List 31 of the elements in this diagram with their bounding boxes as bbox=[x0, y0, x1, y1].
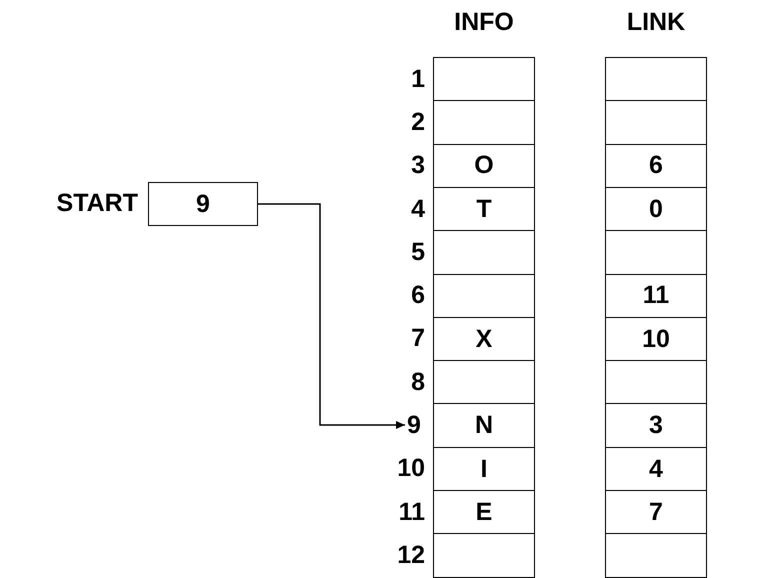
row-index: 6 bbox=[410, 280, 425, 310]
column-header: LINK bbox=[626, 8, 686, 37]
arrow bbox=[258, 203, 405, 430]
info-letter: X bbox=[476, 324, 492, 354]
row-index: 10 bbox=[396, 453, 425, 484]
row-index: 11 bbox=[398, 496, 425, 527]
pointer-box bbox=[148, 182, 258, 226]
info-letter: I bbox=[480, 454, 488, 484]
row-index: 2 bbox=[410, 106, 425, 137]
row-index: 5 bbox=[410, 236, 425, 267]
info-letter: T bbox=[476, 194, 492, 224]
column-header: INFO bbox=[453, 8, 515, 37]
link-value: 0 bbox=[649, 194, 663, 224]
row-index: 8 bbox=[410, 366, 425, 397]
link-value: 10 bbox=[642, 324, 670, 354]
link-value: 11 bbox=[642, 281, 670, 310]
pointer-value: 9 bbox=[196, 190, 210, 218]
link-value: 6 bbox=[649, 151, 663, 180]
info-letter: O bbox=[474, 151, 494, 180]
row-index: 9 bbox=[407, 410, 421, 440]
row-index: 1 bbox=[410, 64, 425, 94]
info-letter: E bbox=[476, 498, 492, 527]
link-value: 3 bbox=[649, 411, 663, 440]
row-index: 3 bbox=[410, 150, 425, 180]
link-value: 4 bbox=[649, 454, 663, 484]
row-index: 4 bbox=[410, 194, 425, 224]
info-letter: N bbox=[474, 411, 494, 440]
row-index: 7 bbox=[410, 323, 425, 354]
link-value: 7 bbox=[649, 498, 663, 527]
row-index: 12 bbox=[396, 540, 425, 570]
pointer-name: START bbox=[56, 189, 138, 218]
